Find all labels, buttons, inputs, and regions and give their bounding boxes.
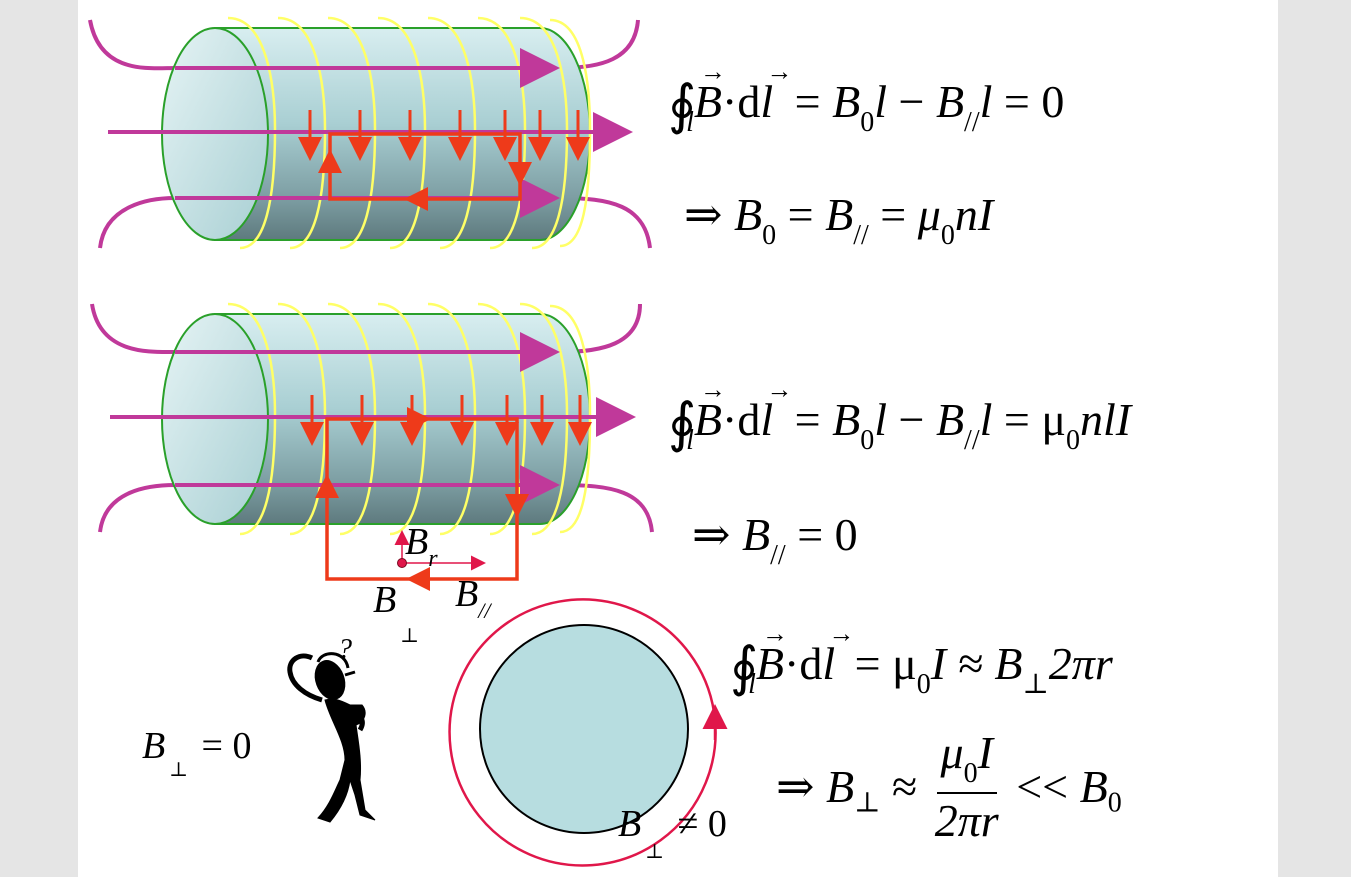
- solenoid-top: [88, 16, 652, 250]
- field-point: [397, 558, 407, 568]
- question-mark: ?: [338, 634, 352, 665]
- equation-3: ∮lB·dl = B0l − B//l = μ0nlI: [668, 377, 1131, 455]
- label-b-radial: Br: [405, 521, 438, 572]
- equation-5: ∮lB·dl = μ0I ≈ B⊥2πr: [730, 621, 1113, 699]
- equation-2: ⇒ B0 = B// = μ0nI: [684, 189, 994, 251]
- field-line-bottom-left: [98, 196, 176, 249]
- label-b-parallel: B//: [455, 573, 491, 623]
- label-b-perp-zero: B⊥ = 0: [142, 725, 252, 781]
- equation-4: ⇒ B// = 0: [692, 509, 858, 571]
- solenoid-middle: [90, 302, 654, 591]
- label-b-perp: B⊥: [373, 579, 420, 647]
- field-line-top-left: [88, 19, 176, 71]
- equation-1: ∮lB·dl = B0l − B//l = 0: [668, 59, 1064, 138]
- solenoid-cross-section: [479, 624, 689, 834]
- coil-turn: [549, 18, 592, 248]
- thinking-figure: [287, 652, 376, 823]
- amperian-circle: [448, 598, 717, 867]
- label-b-perp-nonzero: B⊥ ≠ 0: [618, 803, 727, 863]
- fraction: μ0I 2πr: [934, 727, 999, 846]
- equation-6: ⇒ B⊥ ≈ μ0I 2πr << B0: [776, 727, 1122, 846]
- loop-subscript: l: [686, 107, 694, 138]
- cross-section: [448, 598, 728, 867]
